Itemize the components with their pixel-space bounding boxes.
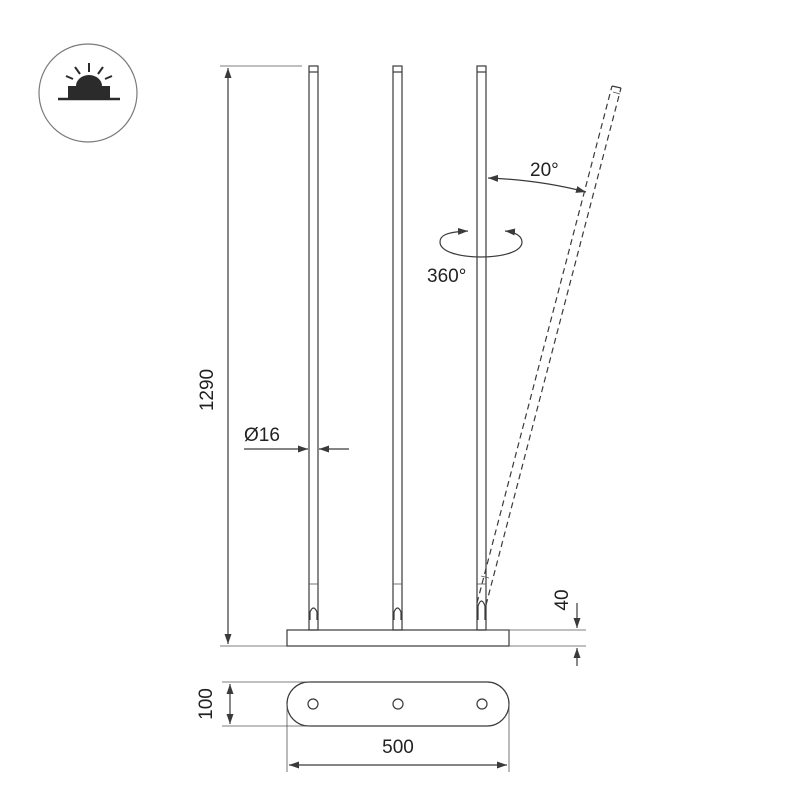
rotation-label: 360° [427, 266, 466, 287]
base-width-label: 500 [382, 737, 414, 758]
base-side-view [286, 629, 510, 647]
pole-middle [392, 65, 403, 631]
tilt-angle-dimension: 20° [487, 160, 587, 193]
base-depth-dimension: 100 [196, 681, 310, 727]
diameter-label: Ø16 [244, 425, 280, 446]
diameter-dimension: Ø16 [244, 425, 349, 453]
pole-left [308, 65, 319, 631]
pole-tilted-outline [476, 85, 622, 606]
base-depth-label: 100 [196, 688, 217, 720]
height-label: 1290 [197, 369, 218, 411]
base-top-view [286, 681, 510, 727]
base-height-label: 40 [552, 589, 573, 610]
height-dimension: 1290 [197, 65, 302, 647]
base-height-dimension: 40 [486, 589, 586, 666]
pole-right [476, 65, 487, 631]
tilt-angle-label: 20° [530, 160, 559, 181]
base-width-dimension: 500 [286, 704, 510, 772]
rotation-indicator: 360° [427, 227, 523, 287]
surface-mounted-light-icon [38, 43, 138, 143]
